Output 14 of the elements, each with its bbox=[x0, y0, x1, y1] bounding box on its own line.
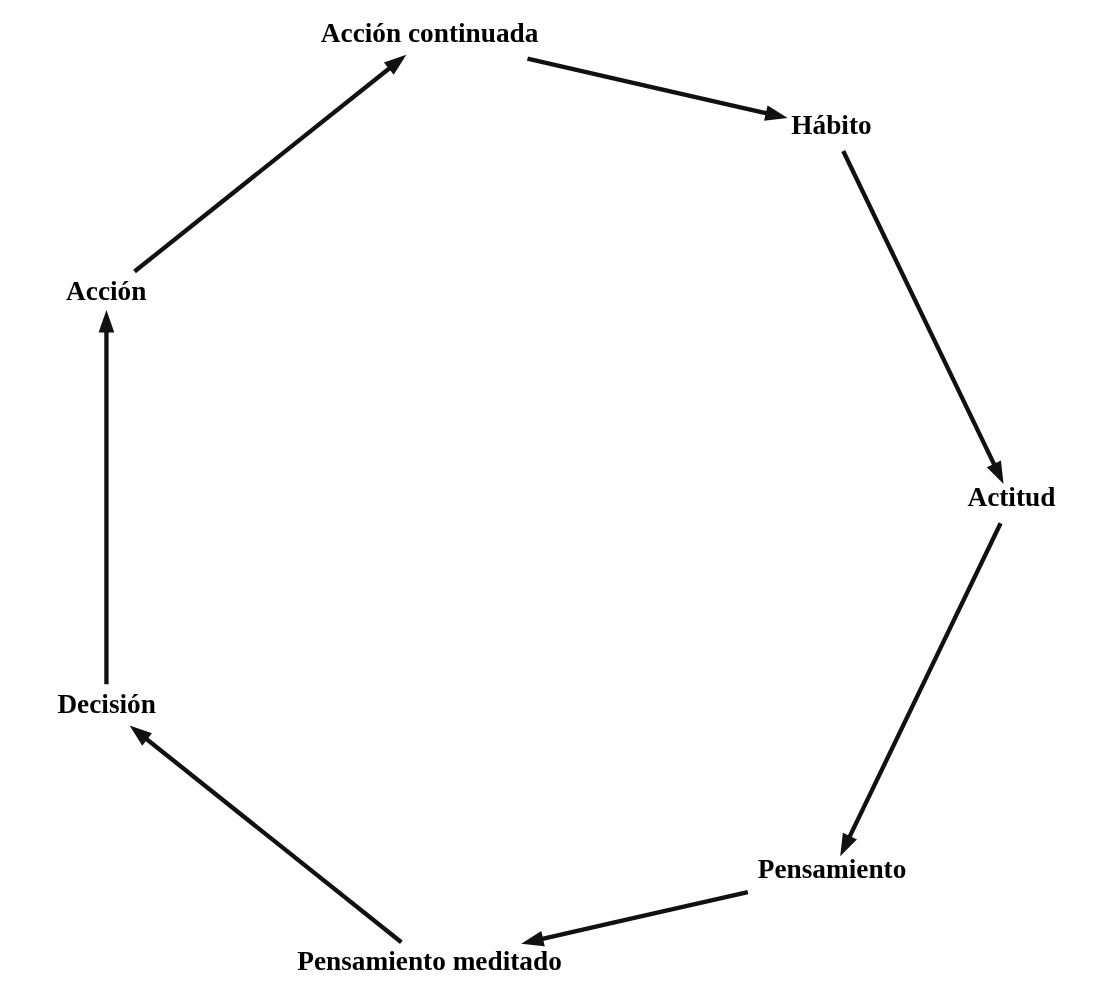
node-text: Pensamiento bbox=[757, 853, 906, 884]
node-text: Decisión bbox=[56, 688, 156, 719]
arrow bbox=[839, 521, 1003, 856]
node-text: Acción bbox=[65, 275, 146, 306]
arrow bbox=[132, 54, 406, 273]
arrow bbox=[840, 149, 1004, 484]
arrow bbox=[98, 309, 114, 684]
node-text: Actitud bbox=[966, 481, 1055, 512]
arrow bbox=[129, 725, 403, 944]
arrow bbox=[520, 889, 748, 946]
node-text: Pensamiento meditado bbox=[296, 945, 562, 976]
node-text: Hábito bbox=[790, 109, 872, 140]
arrow bbox=[526, 56, 788, 121]
node-text: Acción continuada bbox=[320, 17, 538, 48]
